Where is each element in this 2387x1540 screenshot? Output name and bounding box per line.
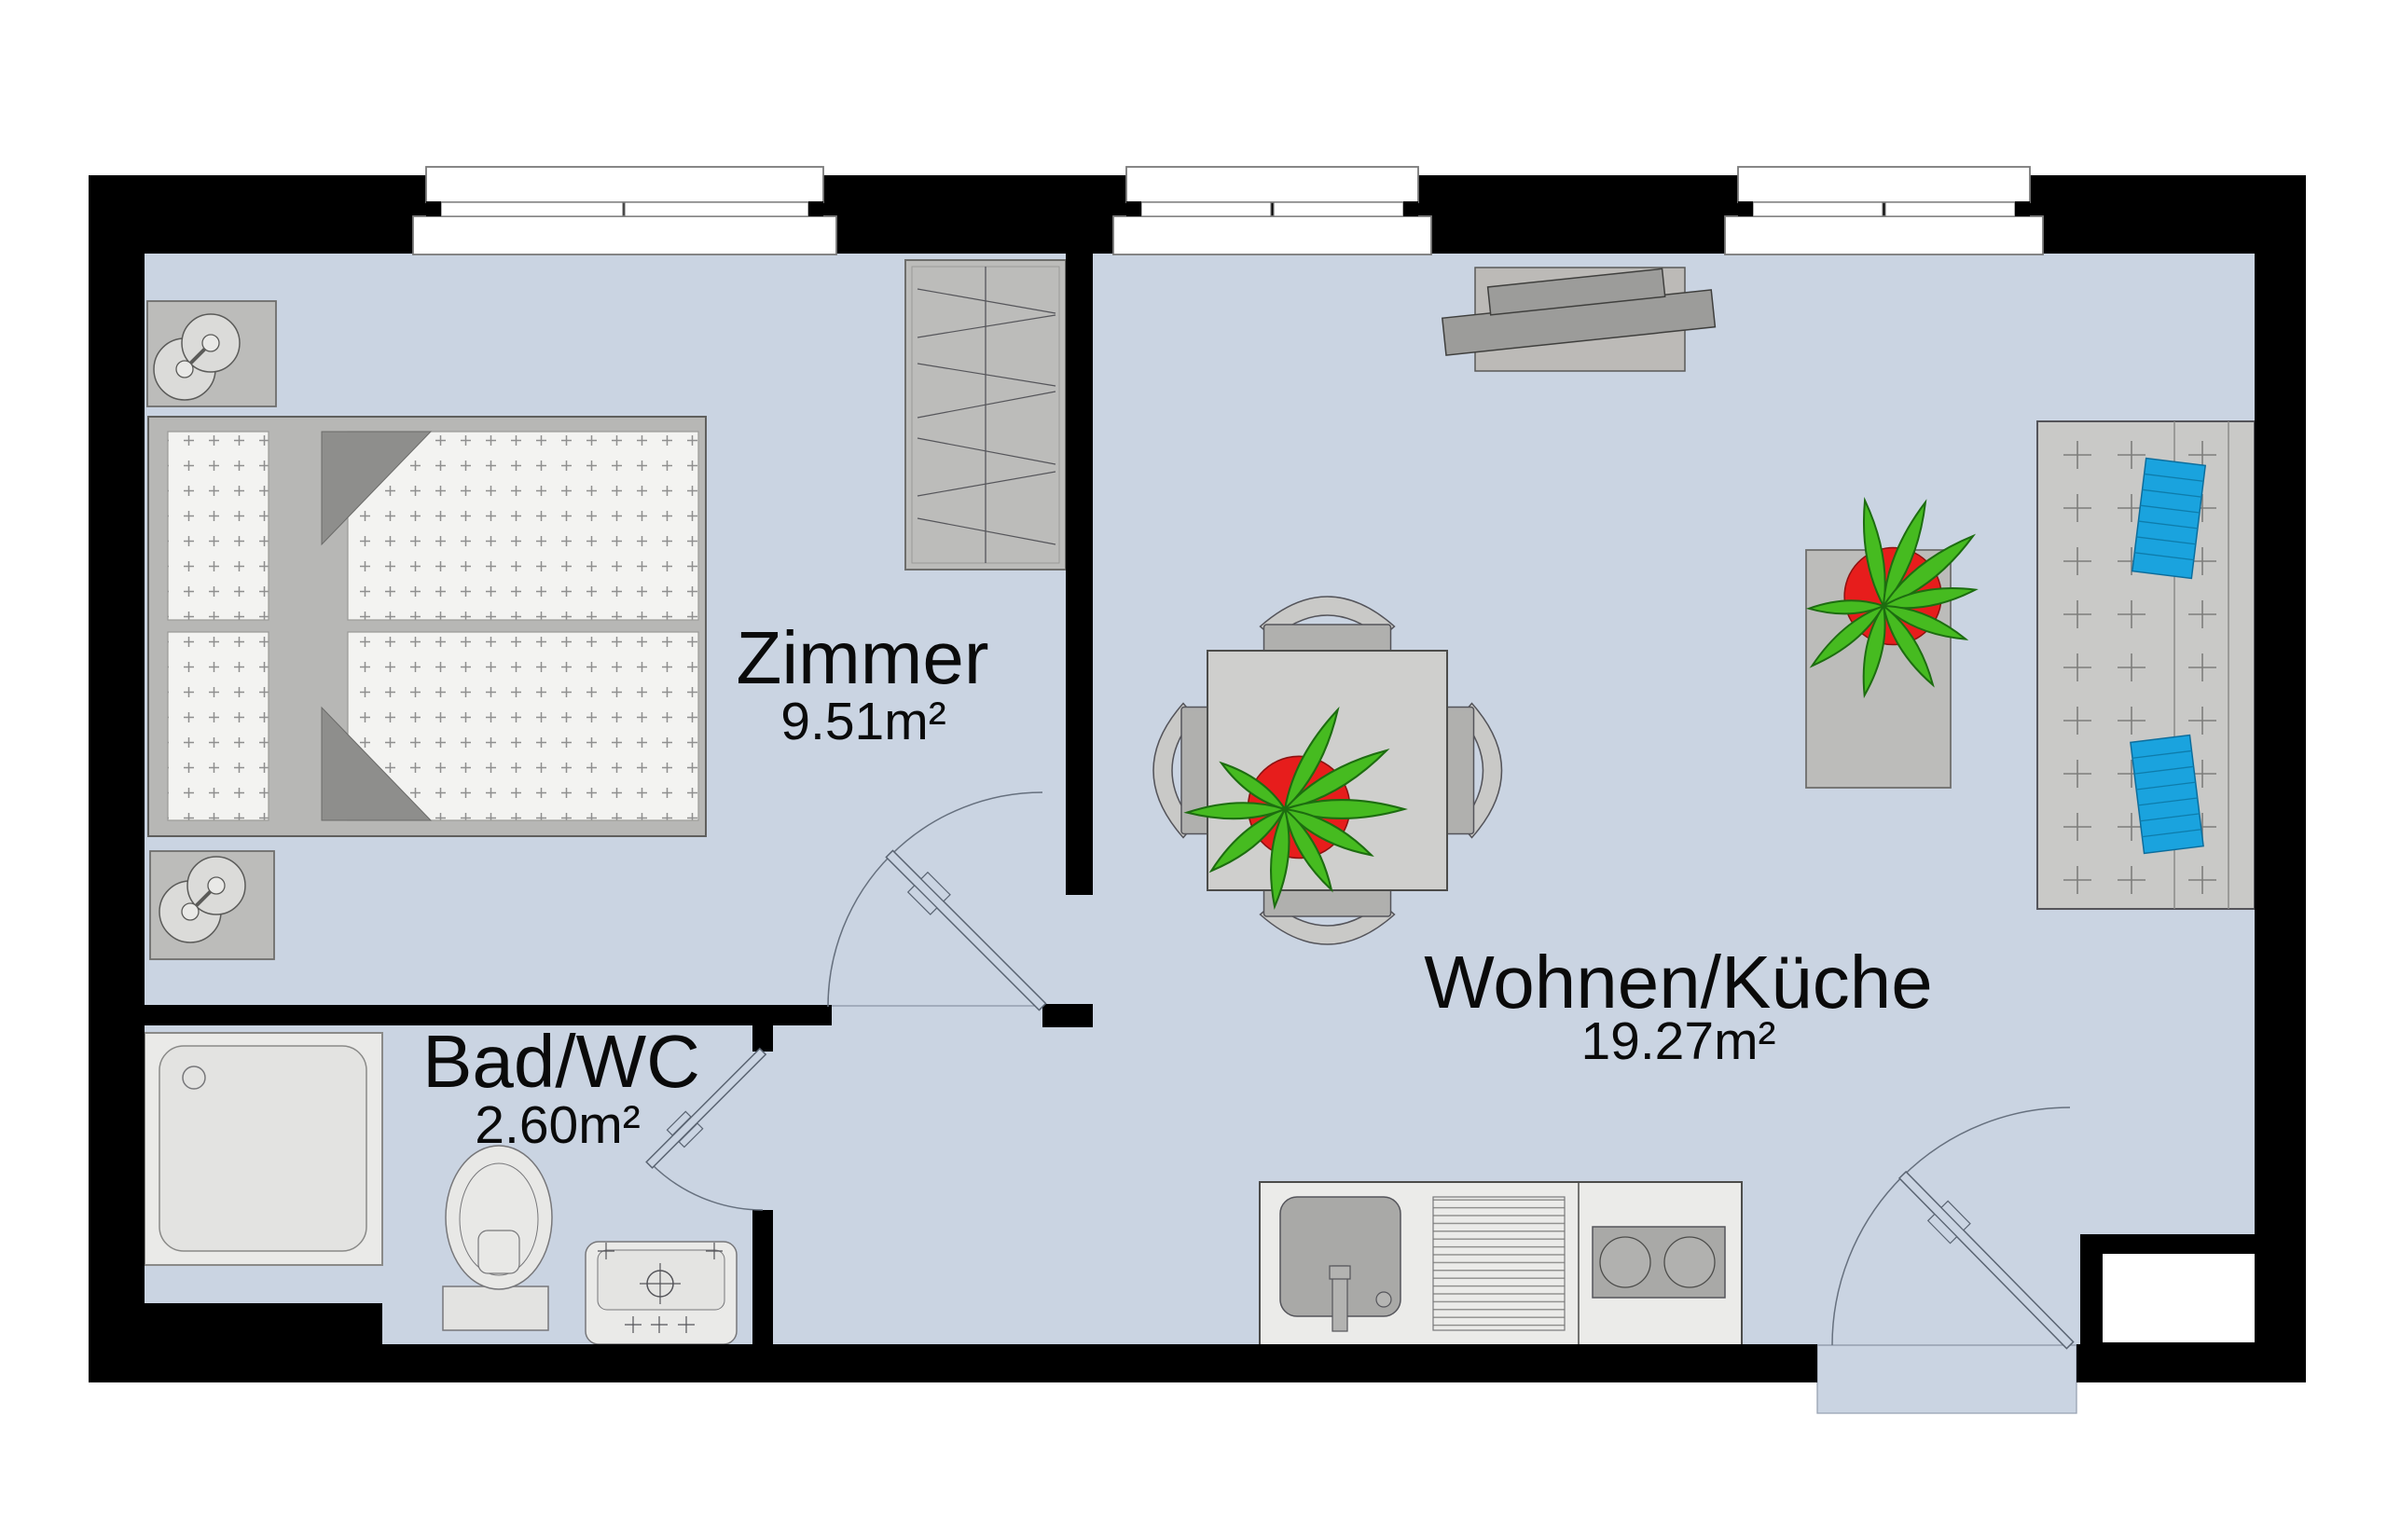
door-entrance (1817, 1107, 2077, 1350)
tv-sideboard (1441, 267, 1717, 372)
drainboard (1432, 1196, 1566, 1331)
wall-bottom-shower-step (89, 1303, 382, 1344)
door-bedroom (827, 791, 1047, 1011)
room-area-wohnen-kueche: 19.27m² (1580, 1011, 1775, 1071)
washbasin (585, 1241, 738, 1345)
duct-shaft (2103, 1254, 2255, 1342)
windows (412, 166, 2044, 255)
drain-icon (182, 1066, 206, 1090)
door-leaf (645, 1047, 767, 1169)
wall-right (2255, 175, 2306, 1382)
window-bedroom (412, 166, 837, 255)
room-area-bad-wc: 2.60m² (475, 1095, 640, 1155)
room-label-wohnen-kueche: Wohnen/Küche (1424, 941, 1933, 1024)
door-leaf (1897, 1170, 2075, 1350)
window-living-right (1724, 166, 2044, 255)
nightstand-top (146, 300, 277, 407)
toilet (442, 1145, 553, 1331)
wardrobe (904, 259, 1067, 571)
duvet-fold (321, 706, 433, 821)
mattress (347, 631, 699, 821)
burner-icon (1663, 1236, 1716, 1288)
entrance-threshold-floor (1817, 1344, 2077, 1413)
nightstand-bottom (149, 850, 275, 960)
door-leaf (885, 849, 1047, 1011)
pillow (167, 431, 269, 621)
cushion-blue (2130, 734, 2204, 855)
room-area-zimmer: 9.51m² (780, 692, 945, 751)
wall-bottom (89, 1344, 1817, 1382)
room-labels: Zimmer 9.51m² Wohnen/Küche 19.27m² Bad/W… (422, 616, 1933, 1155)
room-label-bad-wc: Bad/WC (422, 1020, 700, 1103)
wall-left (89, 175, 145, 1382)
bathroom-fixtures (144, 1032, 738, 1345)
window-living-left (1112, 166, 1432, 255)
tv-icon (1441, 268, 1717, 356)
stove (1592, 1226, 1726, 1299)
kitchenette (1259, 1181, 1743, 1346)
door-swing-arc (650, 1162, 764, 1211)
mattress (347, 431, 699, 621)
room-label-zimmer: Zimmer (736, 616, 988, 699)
cushion-blue (2131, 457, 2207, 580)
shower (144, 1032, 383, 1266)
duvet-fold (321, 431, 433, 546)
double-bed (147, 416, 707, 837)
plant-shelf (1750, 458, 2030, 789)
living-room-furniture (1152, 267, 2256, 945)
wall-bedroom-divider (1066, 254, 1093, 895)
door-bathroom (645, 1047, 767, 1211)
sofa (2036, 420, 2256, 910)
pillow (167, 631, 269, 821)
burner-icon (1599, 1236, 1651, 1288)
wall-bedroom-bathroom (89, 1005, 832, 1025)
wall-bathroom-right-lower (752, 1210, 773, 1344)
dining-set (1152, 596, 1503, 945)
drain-cross-icon (640, 1263, 681, 1304)
wall-bathroom-right-upper (752, 1023, 773, 1052)
doors (645, 791, 2077, 1350)
wall-divider-stub (1042, 1004, 1093, 1027)
bedroom-furniture (146, 259, 1067, 960)
